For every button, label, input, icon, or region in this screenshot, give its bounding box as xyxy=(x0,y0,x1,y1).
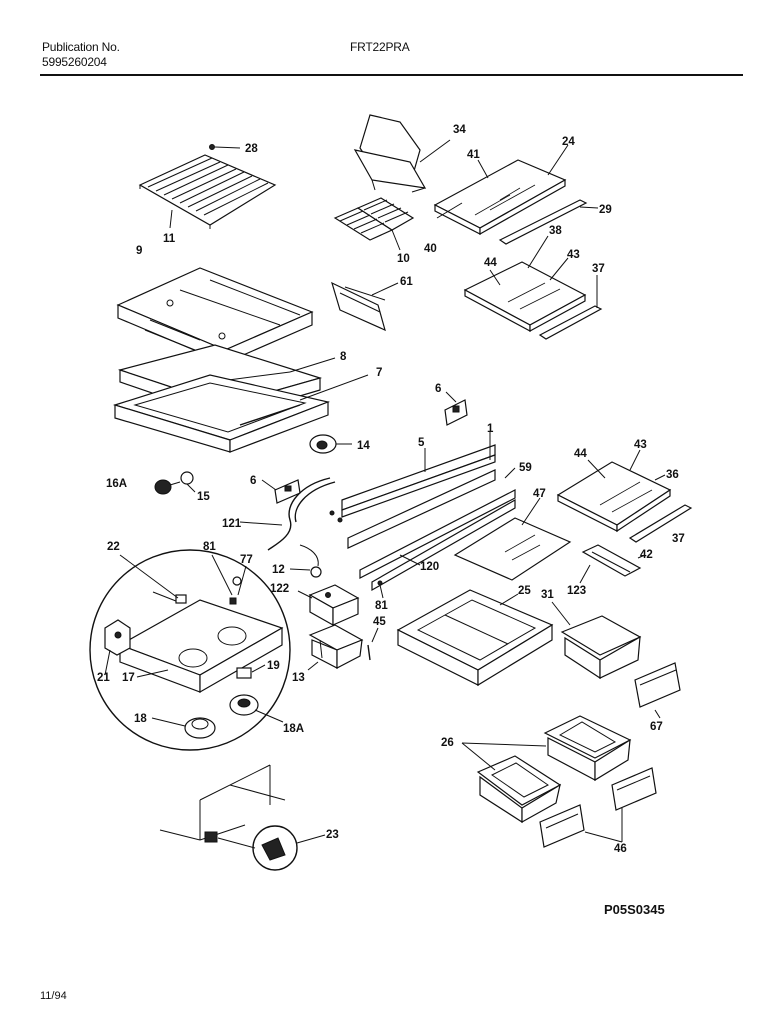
callout-14: 14 xyxy=(357,440,370,452)
crisper-cover-support xyxy=(581,544,642,577)
screw-45 xyxy=(367,644,371,661)
crisper-glass-cover xyxy=(453,517,572,581)
diagram-code: P05S0345 xyxy=(604,902,665,917)
callout-38: 38 xyxy=(549,225,562,237)
freezer-wire-shelf xyxy=(138,154,277,229)
upper-glass-shelf xyxy=(433,159,588,245)
screw-81 xyxy=(377,580,383,586)
callout-9: 9 xyxy=(136,245,142,257)
callout-15: 15 xyxy=(197,491,210,503)
cabinet-corner xyxy=(159,764,286,843)
callout-31: 31 xyxy=(541,589,554,601)
callout-26: 26 xyxy=(441,737,454,749)
callout-5: 5 xyxy=(418,437,425,449)
callout-23: 23 xyxy=(326,829,339,841)
callout-43-upper: 43 xyxy=(567,249,580,261)
bracket-lower xyxy=(274,479,301,504)
callout-10: 10 xyxy=(397,253,410,265)
callout-45: 45 xyxy=(373,616,386,628)
callout-59: 59 xyxy=(519,462,532,474)
meat-pan xyxy=(560,615,642,680)
callout-123: 123 xyxy=(567,585,586,597)
publication-number: 5995260204 xyxy=(42,55,107,69)
callout-61: 61 xyxy=(400,276,413,288)
control-dial-18a xyxy=(229,694,259,716)
callout-121: 121 xyxy=(222,518,242,530)
callout-37-upper: 37 xyxy=(592,263,605,275)
callout-42: 42 xyxy=(640,549,653,561)
callout-120: 120 xyxy=(420,561,439,573)
publication-label: Publication No. xyxy=(42,40,120,54)
shelf-clip xyxy=(209,144,215,150)
pan-cover-46-left xyxy=(539,804,585,848)
callout-24: 24 xyxy=(562,136,575,148)
control-dial-18 xyxy=(184,717,216,739)
thermostat-sensor xyxy=(310,566,322,578)
callout-40: 40 xyxy=(424,243,437,255)
callout-25: 25 xyxy=(518,585,531,597)
detail-inset-circle xyxy=(89,549,291,751)
lower-glass-shelf xyxy=(556,461,693,543)
callout-41: 41 xyxy=(467,149,480,161)
callout-11: 11 xyxy=(163,233,176,245)
callout-17: 17 xyxy=(122,672,135,684)
crisper-pan-frame xyxy=(396,589,554,687)
callout-1: 1 xyxy=(487,423,494,435)
door-bucket xyxy=(353,114,427,193)
callout-6-upper: 6 xyxy=(435,383,441,395)
crisper-pan-left xyxy=(476,755,562,824)
callout-81-lower: 81 xyxy=(375,600,388,612)
callout-43-lower: 43 xyxy=(634,439,647,451)
callout-34: 34 xyxy=(453,124,466,136)
callout-67: 67 xyxy=(650,721,663,733)
roller-detail xyxy=(252,825,298,871)
callout-28: 28 xyxy=(245,143,258,155)
model-number: FRT22PRA xyxy=(350,40,410,54)
damper-housing xyxy=(118,597,284,694)
callout-22: 22 xyxy=(107,541,120,553)
callout-18a: 18A xyxy=(283,723,304,735)
callout-77: 77 xyxy=(240,554,253,566)
light-bulb xyxy=(180,471,194,485)
light-switch xyxy=(236,667,252,679)
callout-47: 47 xyxy=(533,488,546,500)
callout-21: 21 xyxy=(97,672,110,684)
revision-date: 11/94 xyxy=(40,990,67,1002)
lamp-socket xyxy=(154,479,181,495)
callout-29: 29 xyxy=(599,204,612,216)
ice-cube-trays xyxy=(333,197,415,251)
callout-44-lower: 44 xyxy=(574,448,587,460)
callout-16a: 16A xyxy=(106,478,127,490)
shelf-support-rails xyxy=(329,444,516,592)
callout-12: 12 xyxy=(272,564,285,576)
callout-36: 36 xyxy=(666,469,679,481)
pan-cover-46-right xyxy=(611,767,657,811)
callout-44-upper: 44 xyxy=(484,257,497,269)
ice-bin-bracket xyxy=(331,281,386,332)
callout-81-upper: 81 xyxy=(203,541,216,553)
callout-8: 8 xyxy=(340,351,347,363)
callout-18: 18 xyxy=(134,713,147,725)
callout-7: 7 xyxy=(376,367,382,379)
crisper-pan-right xyxy=(543,715,632,782)
middle-glass-shelf xyxy=(463,261,603,340)
callout-19: 19 xyxy=(267,660,280,672)
meat-keeper-housing xyxy=(308,584,360,627)
callout-37-lower: 37 xyxy=(672,533,685,545)
pan-cover-67 xyxy=(634,662,681,708)
meat-keeper-pan xyxy=(308,624,364,669)
control-knob xyxy=(104,619,131,656)
callout-6-lower: 6 xyxy=(250,475,256,487)
bracket-upper xyxy=(444,399,468,426)
callout-122: 122 xyxy=(270,583,289,595)
freezer-shelf-assembly xyxy=(112,267,331,453)
drain-tube xyxy=(267,477,331,551)
header-rule xyxy=(40,74,743,76)
callout-13: 13 xyxy=(292,672,305,684)
callout-46: 46 xyxy=(614,843,627,855)
